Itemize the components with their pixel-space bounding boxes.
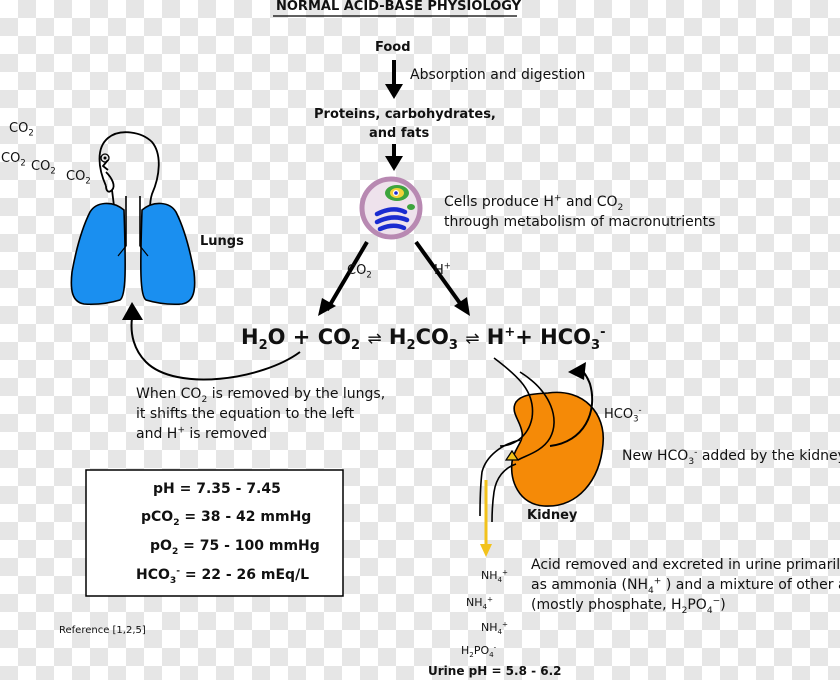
range-pco2: pCO2 = 38 - 42 mmHg [141,509,312,528]
food-arrow [385,60,403,99]
lungs-note-line2: it shifts the equation to the left [136,406,355,422]
urine-ion-h2po4: H2PO4- [461,642,497,660]
exhaled-co2-4: CO2 [66,169,91,186]
urine-ph-label: Urine pH = 5.8 - 6.2 [428,664,562,678]
cells-produce-line1: Cells produce H+ and CO2 [444,193,624,213]
co2-release-arrow [318,240,369,316]
co2-arrow-label: CO2 [347,263,372,280]
new-hco3-note: New HCO3- added by the kidneys [622,447,840,467]
lungs-illustration [70,131,196,306]
range-po2: pO2 = 75 - 100 mmHg [150,538,320,557]
h-release-arrow [414,240,470,316]
kidney-illustration [479,357,605,523]
cell-illustration [359,176,423,240]
lungs-note-line1: When CO2 is removed by the lungs, [136,386,386,405]
lungs-return-arrow [122,302,301,381]
acid-note-line2: as ammonia (NH4+ ) and a mixture of othe… [531,576,840,596]
range-ph: pH = 7.35 - 7.45 [153,481,281,497]
reference-citation: Reference [1,2,5] [59,625,146,636]
exhaled-co2-2: CO2 [1,151,26,168]
hco3-return-label: HCO3- [604,404,642,424]
urine-flow-arrow [480,480,492,557]
lungs-note-line3: and H+ is removed [136,425,268,442]
food-label: Food [375,40,411,55]
cells-produce-line2: through metabolism of macronutrients [444,214,716,230]
nutrients-arrow [385,144,403,171]
acid-note-line3: (mostly phosphate, H2PO4−) [531,596,726,616]
kidney-label: Kidney [527,508,578,523]
urine-ion-nh4-3: NH4+ [481,619,509,637]
hco3-return-arrow [549,362,594,447]
nutrients-label-line1: Proteins, carbohydrates, [314,107,496,122]
range-hco3: HCO3- = 22 - 26 mEq/L [136,566,310,586]
urine-ion-nh4-2: NH4+ [466,594,494,612]
h-arrow-label: H+ [434,260,451,278]
lungs-label: Lungs [200,234,244,249]
exhaled-co2-3: CO2 [31,159,56,176]
bicarbonate-equation: H2O + CO2 ⇌ H2CO3 ⇌ H++ HCO3- [241,325,606,354]
acid-note-line1: Acid removed and excreted in urine prima… [531,557,840,573]
exhaled-co2-1: CO2 [9,121,34,138]
diagram-title: NORMAL ACID-BASE PHYSIOLOGY [276,0,522,14]
urine-ion-nh4-1: NH4+ [481,567,509,585]
reference-ranges-box [85,469,344,597]
nutrients-label-line2: and fats [369,126,430,141]
absorption-label: Absorption and digestion [410,67,586,83]
